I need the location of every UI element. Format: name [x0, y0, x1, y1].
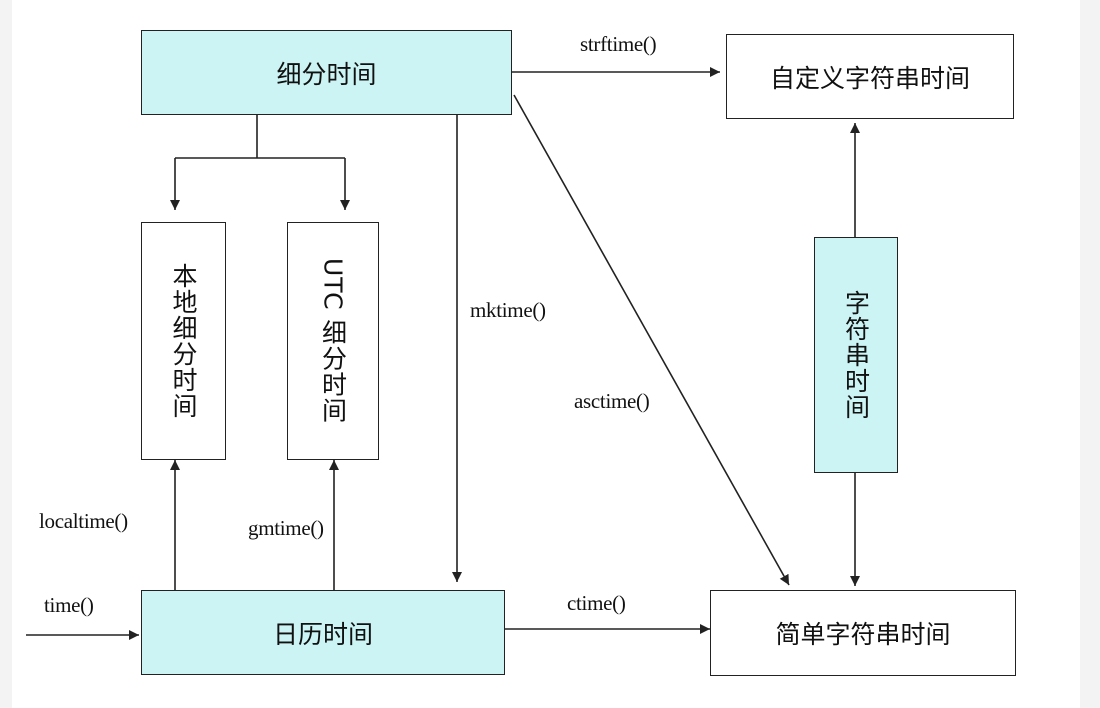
- arrow-asctime: [513, 94, 790, 586]
- label-gmtime: gmtime(): [248, 516, 324, 540]
- box-broken-down-time-label: 细分时间: [276, 59, 377, 89]
- box-broken-down-time: 细分时间: [141, 30, 512, 115]
- box-local-broken-down-time: 本地细分时间: [141, 222, 226, 460]
- label-localtime: localtime(): [39, 509, 128, 533]
- box-string-time: 字符串时间: [814, 237, 898, 473]
- box-string-time-label: 字符串时间: [841, 290, 871, 420]
- label-ctime: ctime(): [567, 591, 626, 615]
- label-mktime: mktime(): [470, 298, 546, 322]
- box-simple-string-time-label: 简单字符串时间: [775, 620, 951, 649]
- diagram-canvas: 细分时间 自定义字符串时间 本地细分时间 UTC 细分时间 字符串时间 日历时间…: [12, 0, 1080, 708]
- box-custom-string-time-label: 自定义字符串时间: [769, 63, 970, 93]
- box-calendar-time-label: 日历时间: [272, 619, 373, 649]
- box-utc-broken-down-time-label: UTC 细分时间: [318, 258, 348, 424]
- box-utc-broken-down-time: UTC 细分时间: [287, 222, 379, 460]
- label-asctime: asctime(): [574, 389, 650, 413]
- box-simple-string-time: 简单字符串时间: [710, 590, 1016, 676]
- label-strftime: strftime(): [580, 32, 657, 56]
- box-custom-string-time: 自定义字符串时间: [726, 34, 1014, 119]
- connector-lines: [26, 67, 860, 640]
- box-local-broken-down-time-label: 本地细分时间: [169, 263, 198, 419]
- box-calendar-time: 日历时间: [141, 590, 505, 675]
- label-time: time(): [44, 593, 94, 617]
